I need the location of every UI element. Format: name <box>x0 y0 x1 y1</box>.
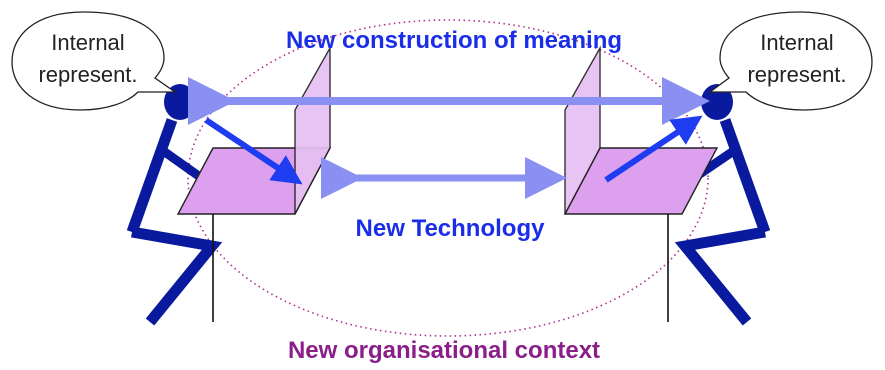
left-bubble-line1: Internal <box>51 30 124 55</box>
right-person-leg <box>674 226 766 326</box>
right-thought-bubble: Internal represent. <box>708 11 873 111</box>
right-bubble-line1: Internal <box>760 30 833 55</box>
right-bubble-line2: represent. <box>747 62 846 87</box>
right-person-figure <box>674 84 771 326</box>
right-gaze-arrow <box>604 115 703 183</box>
technology-label: New Technology <box>356 215 546 242</box>
left-bubble-line2: represent. <box>38 62 137 87</box>
meaning-label: New construction of meaning <box>286 27 622 54</box>
left-desk <box>176 45 332 322</box>
left-gaze-arrow <box>204 117 303 185</box>
left-person-leg <box>131 226 223 326</box>
right-person-body <box>719 118 771 234</box>
right-desk <box>563 45 719 322</box>
context-label: New organisational context <box>288 337 600 364</box>
organisational-context-ellipse <box>187 19 709 337</box>
left-thought-bubble: Internal represent. <box>11 11 178 111</box>
left-person-body <box>126 118 178 234</box>
left-screen <box>294 45 331 215</box>
